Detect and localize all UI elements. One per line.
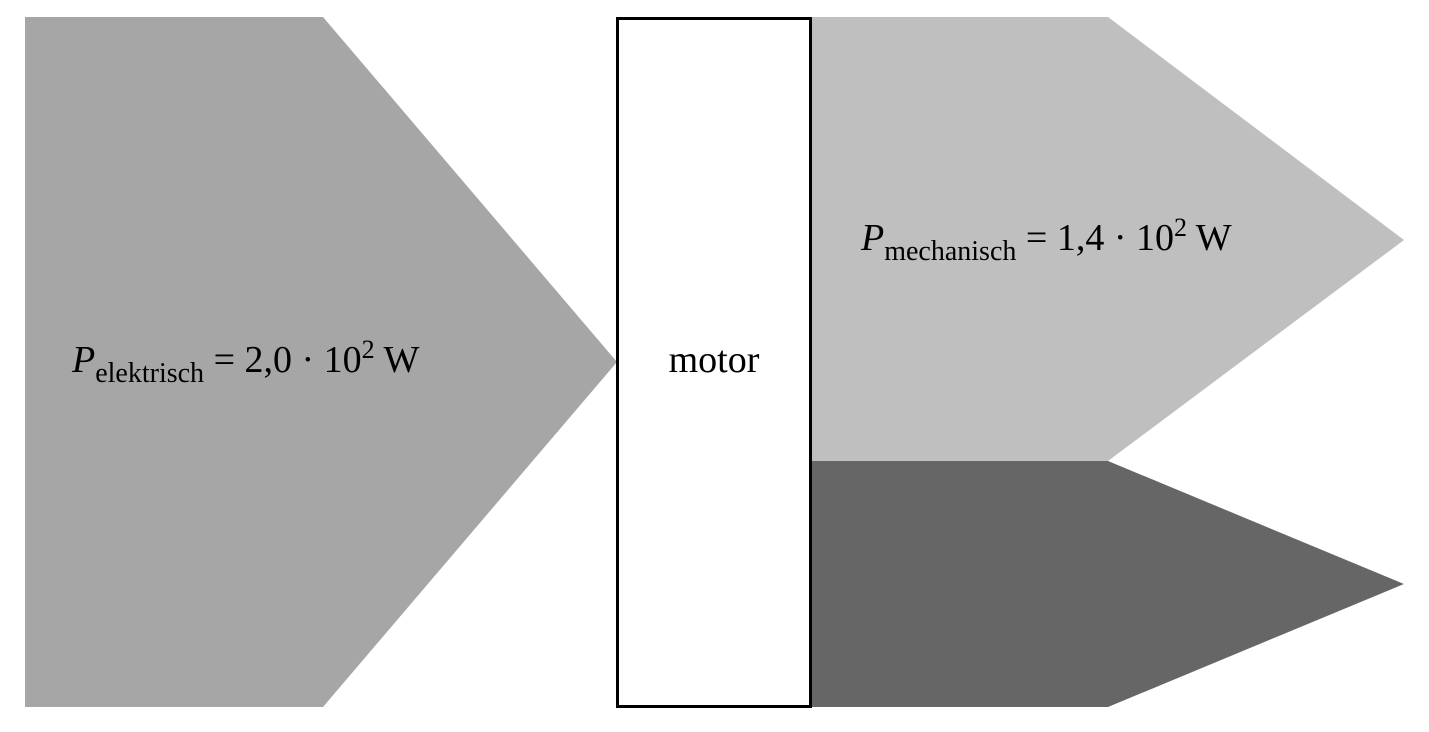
mechanical-power-symbol: P <box>860 217 884 259</box>
input-power-value: = 2,0 · 10 <box>204 339 362 381</box>
input-power-unit: W <box>375 339 420 381</box>
motor-label: motor <box>669 339 760 381</box>
mechanical-power-subscript: mechanisch <box>884 236 1016 267</box>
input-power-exponent: 2 <box>362 335 375 364</box>
mechanical-power-unit: W <box>1187 217 1232 259</box>
mechanical-power-arrow <box>812 17 1404 461</box>
mechanical-power-label: Pmechanisch = 1,4 · 102 W <box>860 213 1232 267</box>
input-power-symbol: P <box>71 339 95 381</box>
input-power-subscript: elektrisch <box>95 358 204 389</box>
input-power-arrow <box>25 17 617 707</box>
loss-power-arrow <box>812 461 1404 707</box>
mechanical-power-exponent: 2 <box>1174 213 1187 242</box>
input-power-label: Pelektrisch = 2,0 · 102 W <box>71 335 419 389</box>
motor-box <box>616 17 812 708</box>
mechanical-power-value: = 1,4 · 10 <box>1016 217 1174 259</box>
